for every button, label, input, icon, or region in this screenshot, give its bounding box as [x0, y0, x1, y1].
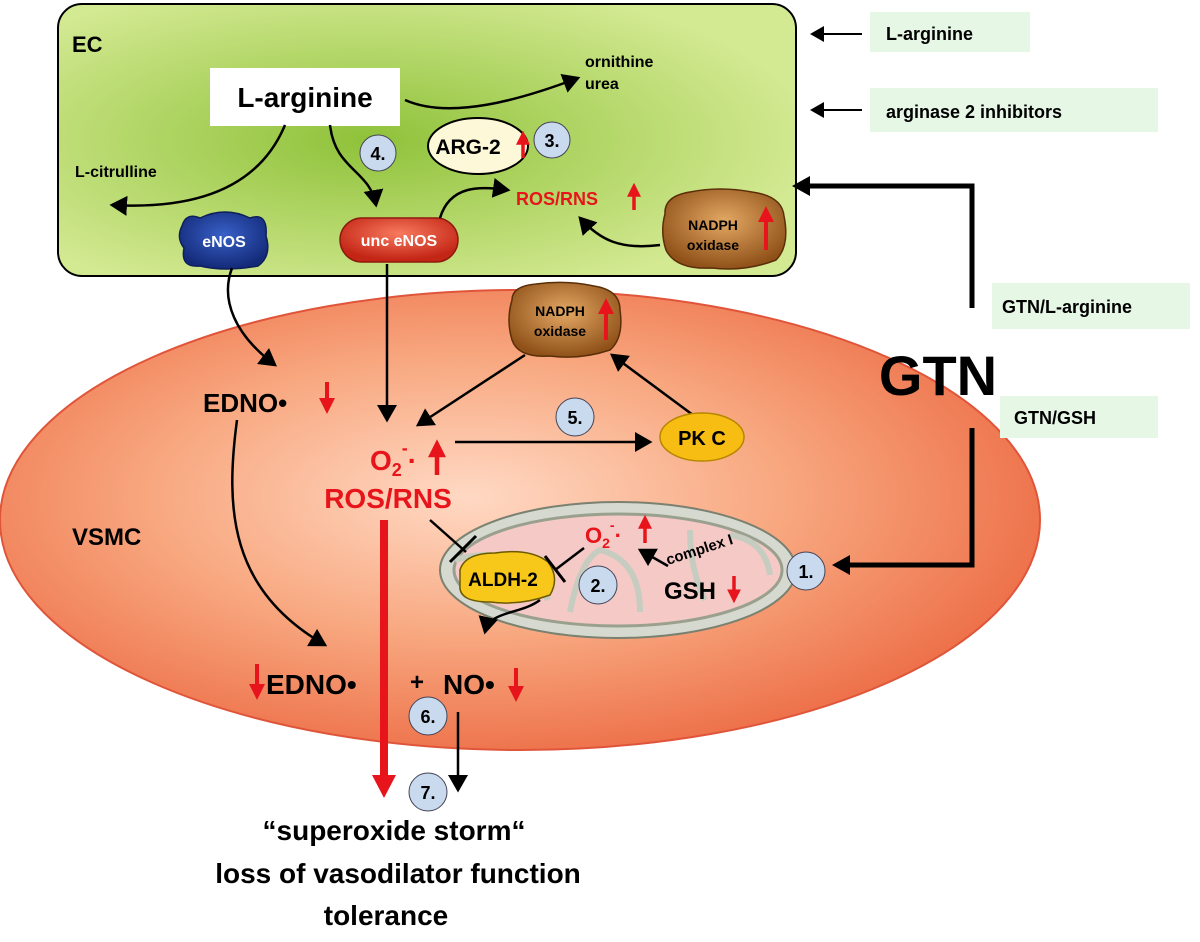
ec-nadph-oxidase: [662, 188, 787, 270]
mito-o2-label: O2-·: [585, 517, 622, 551]
o2-main-label: O2-·: [370, 438, 417, 480]
gtn-to-ec-path: [808, 183, 975, 308]
ec-nadph-line1: NADPH: [688, 217, 738, 233]
plus-label: +: [410, 669, 424, 696]
arg2-enzyme: [427, 117, 529, 175]
arrow-nadph-to-ros: [578, 216, 661, 248]
arrow-edno-decline: [231, 419, 328, 647]
step-6-circle: [408, 696, 448, 736]
ec-nadph-line2: oxidase: [687, 237, 739, 253]
step-5-label: 5.: [567, 408, 582, 428]
gsh-label: GSH: [664, 578, 716, 605]
superoxide-storm-arrowhead: [372, 775, 396, 798]
arrow-unc-enos-to-ros: [438, 177, 511, 219]
intervention-box-l-arginine: [870, 12, 1030, 52]
step-2-label: 2.: [590, 576, 605, 596]
step-2-circle: [578, 565, 618, 605]
gtn-to-ec-arrowhead: [792, 176, 810, 196]
ec-label: EC: [72, 32, 103, 57]
pkc-label: PK C: [678, 428, 726, 450]
arrow-to-unc-enos: [328, 124, 384, 208]
arrow-enos-to-edno: [226, 267, 277, 367]
step-6-label: 6.: [420, 707, 435, 727]
gtn-to-mito-arrowhead: [832, 555, 850, 575]
step-3-label: 3.: [544, 131, 559, 151]
step-3-circle: [533, 121, 571, 159]
unc-enos-label: unc eNOS: [361, 233, 438, 250]
l-arginine-box: [210, 68, 400, 126]
enos-label: eNOS: [202, 234, 246, 251]
arg2-label: ARG-2: [435, 136, 500, 159]
arrow-to-ornithine: [404, 73, 581, 110]
arrow-nadph-to-o2: [415, 353, 526, 427]
edno-top-label: EDNO•: [203, 388, 287, 418]
step-7-label: 7.: [420, 783, 435, 803]
step-5-circle: [555, 397, 595, 437]
vsmc-label: VSMC: [72, 524, 141, 551]
mito-o2-inhibits-aldh2: [554, 547, 585, 571]
vsmc-nadph-oxidase: [508, 281, 622, 358]
no-label: NO•: [443, 669, 495, 700]
intervention-gtn-l-arginine: GTN/L-arginine: [1002, 297, 1132, 317]
ornithine-label: ornithine: [585, 54, 654, 71]
l-arginine-label: L-arginine: [237, 82, 372, 113]
intervention-arginase: arginase 2 inhibitors: [886, 102, 1062, 122]
enos-enzyme: [178, 211, 269, 270]
aldh2-enzyme: [459, 550, 556, 604]
intervention-box-gtn-gsh: [1000, 396, 1158, 438]
step-1-label: 1.: [798, 562, 813, 582]
intervention-gtn-gsh: GTN/GSH: [1014, 408, 1096, 428]
urea-label: urea: [585, 76, 619, 93]
gtn-label: GTN: [879, 344, 997, 407]
edno-bottom-label: EDNO•: [266, 669, 357, 700]
step-4-label: 4.: [370, 144, 385, 164]
step-4-circle: [359, 134, 397, 172]
arrow-complex-to-o2: [637, 548, 669, 568]
outcome-line-3: tolerance: [324, 900, 449, 931]
step-1-circle: [786, 551, 826, 591]
l-citrulline-label: L-citrulline: [75, 164, 157, 181]
mito-o2-inhibits-aldh2-bar: [543, 555, 567, 583]
vsmc-ros-rns-label: ROS/RNS: [324, 483, 452, 514]
intervention-box-gtn-l-arginine: [992, 283, 1190, 329]
outcome-line-1: “superoxide storm“: [263, 815, 526, 846]
arrow-to-citrulline: [109, 124, 287, 216]
ros-inhibits-aldh2: [429, 519, 467, 553]
outcome-line-2: loss of vasodilator function: [215, 858, 581, 889]
unc-enos-enzyme: [339, 217, 459, 263]
arrow-pkc-to-nadph: [609, 353, 698, 420]
vsmc-nadph-line2: oxidase: [534, 323, 586, 339]
ros-inhibits-aldh2-bar: [448, 534, 478, 564]
intervention-box-arginase: [870, 88, 1158, 132]
gtn-to-mito-path: [848, 428, 975, 568]
aldh2-label: ALDH-2: [468, 570, 538, 591]
ec-ros-rns-label: ROS/RNS: [516, 189, 598, 209]
step-7-circle: [408, 772, 448, 812]
vsmc-nadph-line1: NADPH: [535, 303, 585, 319]
arrow-aldh2-to-no: [478, 598, 541, 635]
pkc-enzyme: [659, 412, 745, 462]
intervention-l-arginine: L-arginine: [886, 24, 973, 44]
